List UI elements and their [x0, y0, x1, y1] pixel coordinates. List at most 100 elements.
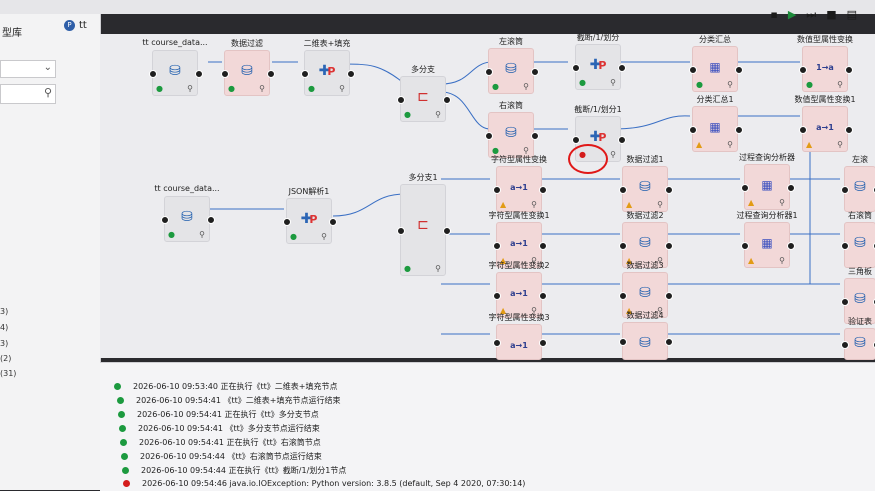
database-icon: ⛁ [854, 335, 866, 351]
node-numeric-transform[interactable]: 数值型属性变换 1→a ●⚲ [797, 35, 853, 92]
input-port[interactable] [493, 186, 501, 194]
output-port[interactable] [531, 132, 539, 140]
node-json-parse[interactable]: JSON解析1 ✚P ●⚲ [283, 187, 337, 244]
output-port[interactable] [207, 216, 215, 224]
node-data-filter-3[interactable]: 数据过滤3 ⛁ ▲⚲ [619, 261, 673, 318]
input-port[interactable] [493, 242, 501, 250]
node-data-filter-2[interactable]: 数据过滤2 ⛁ ▲⚲ [619, 211, 673, 268]
step-run-icon[interactable]: ⏭ [806, 8, 817, 21]
input-port[interactable] [397, 96, 405, 104]
output-port[interactable] [443, 96, 451, 104]
node-data-filter-1[interactable]: 数据过滤1 ⛁ ▲⚲ [619, 155, 673, 212]
input-port[interactable] [841, 341, 849, 349]
input-port[interactable] [301, 70, 309, 78]
input-port[interactable] [619, 338, 627, 346]
output-port[interactable] [845, 126, 853, 134]
node-multi-branch-1[interactable]: 多分支1 ⊏ ●⚲ [397, 173, 451, 276]
input-port[interactable] [689, 66, 697, 74]
node-char-transform-2[interactable]: 字符型属性变换2 a→1 ▲⚲ [488, 261, 550, 318]
model-type-dropdown[interactable]: ⌄ [0, 60, 56, 78]
output-port[interactable] [531, 68, 539, 76]
node-triangle[interactable]: 三角板 ⛁ [841, 267, 875, 324]
output-port[interactable] [787, 242, 795, 250]
node-char-transform[interactable]: 字符型属性变换 a→1 ▲⚲ [491, 155, 547, 212]
output-port[interactable] [195, 70, 203, 78]
input-port[interactable] [741, 242, 749, 250]
output-port[interactable] [347, 70, 355, 78]
input-port[interactable] [841, 242, 849, 250]
node-data-filter-4[interactable]: 数据过滤4 ⛁ [619, 311, 673, 360]
input-port[interactable] [619, 292, 627, 300]
output-port[interactable] [267, 70, 275, 78]
node-data-filter[interactable]: 数据过滤 ⛁ ●⚲ [221, 39, 275, 96]
node-left-roller-2[interactable]: 左滚 ⛁ [841, 155, 875, 212]
input-port[interactable] [572, 136, 580, 144]
node-table-fill[interactable]: 二维表+填充 ✚P ●⚲ [301, 39, 355, 96]
node-category-summary-1[interactable]: 分类汇总1 ▦ ▲⚲ [689, 95, 743, 152]
ok-status-icon [121, 453, 128, 460]
output-port[interactable] [665, 186, 673, 194]
node-course-data[interactable]: tt course_data... ⛁ ●⚲ [142, 38, 208, 96]
input-port[interactable] [283, 218, 291, 226]
node-category-summary[interactable]: 分类汇总 ▦ ●⚲ [689, 35, 743, 92]
output-port[interactable] [539, 242, 547, 250]
output-port[interactable] [665, 338, 673, 346]
node-char-transform-1[interactable]: 字符型属性变换1 a→1 ▲⚲ [488, 211, 550, 268]
input-port[interactable] [689, 126, 697, 134]
input-port[interactable] [619, 186, 627, 194]
output-port[interactable] [539, 339, 547, 347]
stop-icon[interactable]: ■ [826, 8, 837, 21]
input-port[interactable] [572, 64, 580, 72]
input-port[interactable] [799, 126, 807, 134]
input-port[interactable] [221, 70, 229, 78]
input-port[interactable] [397, 227, 405, 235]
node-process-analyzer-1[interactable]: 过程查询分析器1 ▦ ▲⚲ [736, 211, 798, 268]
input-port[interactable] [149, 70, 157, 78]
output-port[interactable] [735, 126, 743, 134]
output-port[interactable] [735, 66, 743, 74]
output-port[interactable] [618, 64, 626, 72]
output-port[interactable] [618, 136, 626, 144]
input-port[interactable] [161, 216, 169, 224]
workflow-canvas[interactable]: tt course_data... ⛁ ●⚲ 数据过滤 ⛁ ●⚲ 二维表+填充 … [100, 33, 875, 360]
output-port[interactable] [443, 227, 451, 235]
input-port[interactable] [841, 186, 849, 194]
node-course-data-2[interactable]: tt course_data... ⛁ ●⚲ [154, 184, 220, 242]
model-search-input[interactable]: ⚲ [0, 84, 56, 104]
input-port[interactable] [485, 132, 493, 140]
output-port[interactable] [665, 292, 673, 300]
output-port[interactable] [539, 186, 547, 194]
database-icon: ⛁ [854, 235, 866, 251]
input-port[interactable] [799, 66, 807, 74]
output-port[interactable] [787, 184, 795, 192]
node-char-transform-3[interactable]: 字符型属性变换3 a→1 [488, 313, 550, 360]
node-validation-table[interactable]: 验证表 ⛁ [841, 317, 875, 360]
ok-status-icon [119, 425, 126, 432]
output-port[interactable] [845, 66, 853, 74]
node-truncate-split[interactable]: 截断/1/划分 ✚P ●⚲ [572, 33, 626, 90]
node-left-roller[interactable]: 左滚筒 ⛁ ●⚲ [485, 37, 539, 94]
output-port[interactable] [665, 242, 673, 250]
input-port[interactable] [493, 339, 501, 347]
ok-status-icon: ● [492, 82, 499, 91]
input-port[interactable] [841, 298, 849, 306]
ok-status-icon: ● [492, 146, 499, 155]
search-icon: ⚲ [531, 200, 537, 209]
save-icon[interactable]: ▪ [770, 8, 778, 21]
node-multi-branch[interactable]: 多分支 ⊏ ●⚲ [397, 65, 451, 122]
input-port[interactable] [741, 184, 749, 192]
node-right-roller[interactable]: 右滚筒 ⛁ ●⚲ [485, 101, 539, 158]
database-icon: ⛁ [854, 179, 866, 195]
database-icon: ⛁ [639, 335, 651, 351]
node-right-roller-2[interactable]: 右滚筒 ⛁ [841, 211, 875, 268]
input-port[interactable] [485, 68, 493, 76]
node-process-analyzer[interactable]: 过程查询分析器 ▦ ▲⚲ [739, 153, 795, 210]
output-port[interactable] [329, 218, 337, 226]
input-port[interactable] [493, 292, 501, 300]
more-icon[interactable]: ▤ [846, 8, 857, 21]
input-port[interactable] [619, 242, 627, 250]
tab-tt[interactable]: P tt [58, 17, 93, 33]
node-numeric-transform-1[interactable]: 数值型属性变换1 a→1 ▲⚲ [794, 95, 856, 152]
run-icon[interactable]: ▶ [787, 8, 797, 21]
output-port[interactable] [539, 292, 547, 300]
